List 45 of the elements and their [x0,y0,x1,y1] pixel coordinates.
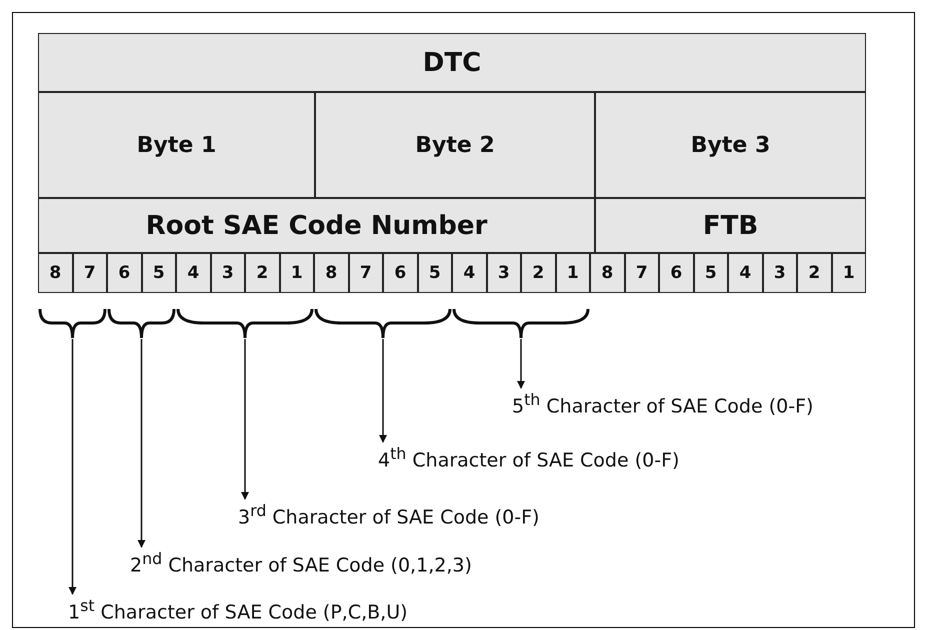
character-description: 2$^{nd}$ Character of SAE Code (0,1,2,3) [130,549,472,576]
character-description: 1$^{st}$ Character of SAE Code (P,C,B,U) [68,596,408,624]
curly-brace [176,307,314,339]
bit-cell: 8 [38,253,72,293]
arrow [68,339,76,595]
character-description: 3$^{rd}$ Character of SAE Code (0-F) [238,501,540,528]
header-cell: DTC [38,33,866,92]
arrow [379,339,387,443]
header-cell: Byte 2 [315,92,595,198]
bit-cell: 6 [383,253,418,293]
bit-cell: 7 [348,253,383,293]
bit-cell: 5 [694,253,728,293]
arrow [517,339,525,389]
header-cell: Root SAE Code Number [38,198,595,253]
bit-cell: 3 [210,253,245,293]
bit-cell: 8 [590,253,624,293]
bit-cell: 8 [314,253,348,293]
bit-cell: 2 [245,253,280,293]
bit-cell: 4 [728,253,762,293]
curly-brace [314,307,452,339]
arrow [138,339,146,548]
bit-cell: 1 [556,253,590,293]
bit-cell: 5 [142,253,176,293]
bit-cell: 6 [659,253,694,293]
arrow [241,339,249,500]
bit-cell: 3 [762,253,797,293]
bit-cell: 5 [418,253,452,293]
bit-cell: 2 [797,253,832,293]
curly-brace [38,307,107,339]
character-description: 4$^{th}$ Character of SAE Code (0-F) [378,444,680,472]
header-cell: FTB [595,198,866,253]
bit-cell: 4 [176,253,210,293]
bit-cell: 2 [521,253,556,293]
curly-brace [107,307,176,339]
bit-cell: 4 [452,253,486,293]
bit-cell: 7 [624,253,659,293]
character-description: 5$^{th}$ Character of SAE Code (0-F) [512,390,814,418]
bit-cell: 1 [832,253,866,293]
header-cell: Byte 3 [595,92,866,198]
bit-cell: 3 [486,253,521,293]
curly-brace [452,307,590,339]
bit-cell: 1 [280,253,314,293]
bit-cell: 7 [72,253,107,293]
bit-cell: 6 [107,253,142,293]
header-cell: Byte 1 [38,92,315,198]
